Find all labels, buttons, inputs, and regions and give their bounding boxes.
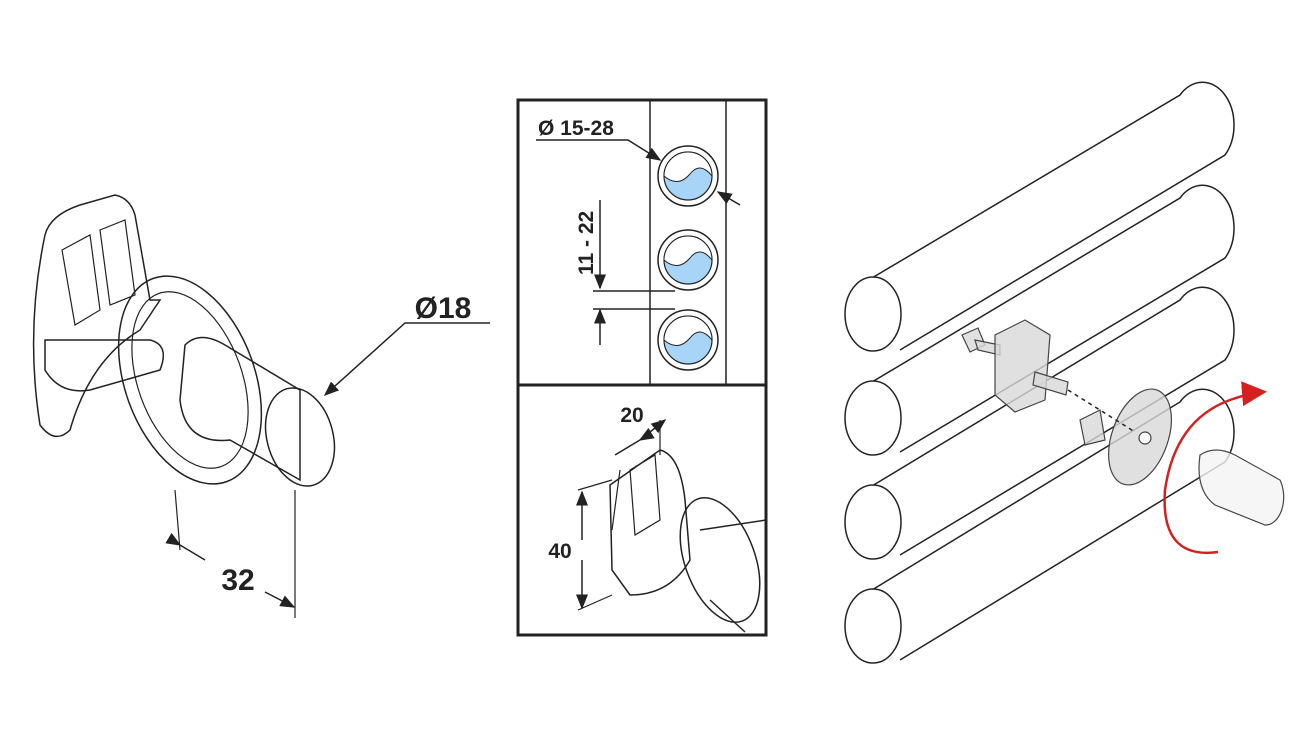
rotation-arrow-icon: [1163, 381, 1267, 555]
tube-cross-sections: [657, 145, 719, 371]
hook-product-view: 32 Ø18: [32, 194, 490, 618]
diameter-label: Ø18: [415, 292, 472, 325]
spacing-label: 11 - 22: [575, 211, 598, 275]
bolt-and-clamp: [961, 319, 1285, 526]
width-label: 20: [620, 404, 643, 427]
mounting-illustration: [844, 81, 1285, 664]
depth-label: 32: [221, 564, 254, 597]
dimensions-panel: Ø 15-28 11 - 22 20 40: [516, 98, 768, 637]
height-label: 40: [548, 540, 571, 563]
tube-diameter-label: Ø 15-28: [538, 117, 614, 140]
